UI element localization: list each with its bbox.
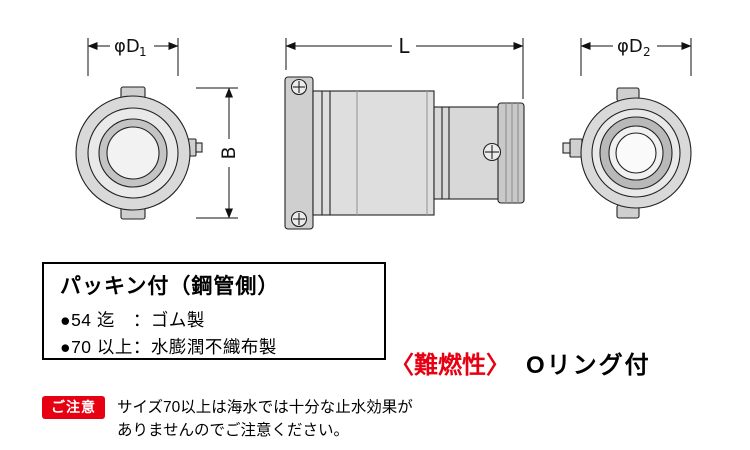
screw-icon — [290, 78, 308, 96]
dim-labels: φD 1 L φD 2 B — [110, 34, 657, 167]
o-ring-label: Oリング付 — [526, 352, 651, 379]
notice-badge: ご注意 — [42, 396, 105, 419]
dim-label-d2-sub: 2 — [643, 45, 651, 59]
screw-icon — [290, 210, 308, 228]
notice-line: サイズ70以上は海水では十分な止水効果が — [117, 399, 413, 416]
spec-item: ●70 以上：水膨潤不織布製 — [60, 337, 277, 358]
left-end-view — [75, 86, 203, 220]
dim-label-d1: φD — [114, 36, 140, 57]
screw-icon — [482, 142, 502, 162]
side-view — [284, 76, 525, 230]
dim-label-l: L — [398, 34, 410, 58]
flame-retardant-label: 〈難燃性〉 — [390, 352, 510, 379]
notice: ご注意 サイズ70以上は海水では十分な止水効果が ありませんのでご注意ください。 — [42, 396, 413, 443]
feature-labels: 〈難燃性〉 Oリング付 — [390, 345, 651, 380]
notice-line: ありませんのでご注意ください。 — [117, 422, 350, 440]
right-end-view — [562, 87, 692, 219]
spec-box-title: パッキン付（鋼管側） — [60, 275, 280, 298]
dim-label-d1-sub: 1 — [139, 45, 147, 59]
spec-item: ●54 迄 ：ゴム製 — [60, 310, 205, 330]
notice-text: サイズ70以上は海水では十分な止水効果が ありませんのでご注意ください。 — [117, 396, 413, 443]
spec-box: パッキン付（鋼管側） ●54 迄 ：ゴム製 ●70 以上：水膨潤不織布製 — [42, 262, 386, 360]
dim-label-b: B — [218, 146, 240, 159]
dim-label-d2: φD — [617, 36, 643, 57]
technical-drawing: φD 1 L φD 2 B — [75, 34, 692, 230]
